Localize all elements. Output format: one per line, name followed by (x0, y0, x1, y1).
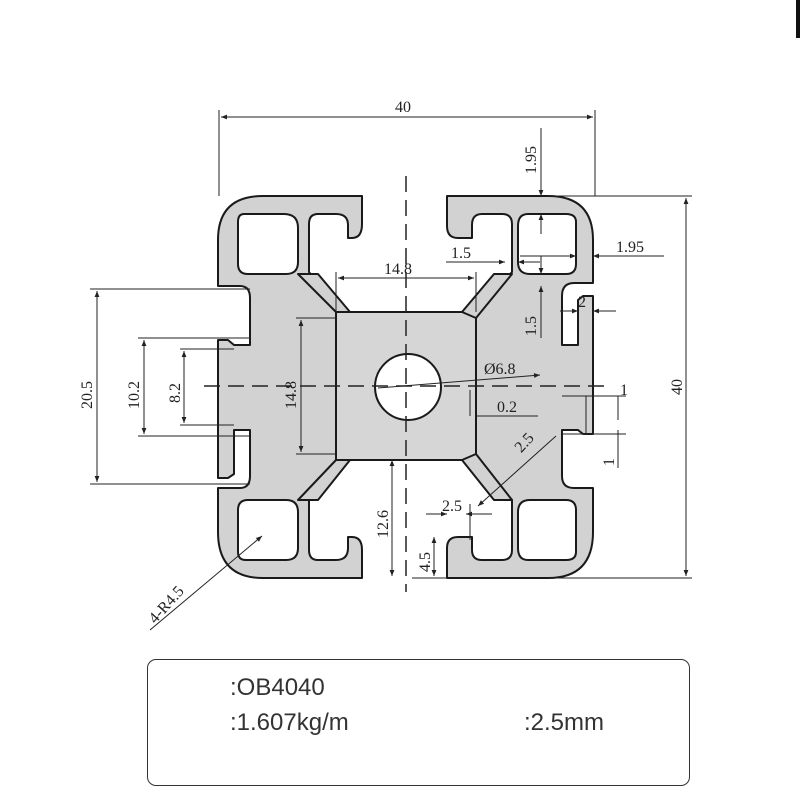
dimension-lines (90, 110, 692, 631)
dim-slot-hook: 2 (578, 294, 586, 311)
dim-right-1a: 1 (620, 382, 628, 399)
dim-slot-lip: 1.5 (451, 245, 471, 262)
dim-slot-lip-vertical: 1.5 (523, 316, 540, 336)
aluminum-profile (217, 195, 594, 579)
spec-info-box: :OB4040 :1.607kg/m :2.5mm (147, 659, 690, 786)
dim-width-top: 40 (395, 99, 411, 116)
dim-tslot-top-depth: 1.95 (523, 146, 540, 174)
dim-corner-radius: 4-R4.5 (146, 583, 188, 627)
dim-slot-mid: 10.2 (126, 381, 143, 409)
dim-wall-horizontal: 2.5 (442, 498, 462, 515)
corner-marker (796, 0, 800, 38)
dim-core-width: 14.8 (384, 261, 412, 278)
dim-bottom-4-5: 4.5 (417, 552, 434, 572)
weight-label: :1.607kg/m (230, 709, 349, 736)
dim-right-02: 0.2 (497, 399, 517, 416)
dim-bottom-12-6: 12.6 (375, 510, 392, 538)
dim-height-right: 40 (669, 379, 686, 395)
model-label: :OB4040 (230, 674, 325, 701)
dim-right-1b: 1 (601, 458, 618, 466)
dim-core-height: 14.8 (283, 381, 300, 409)
dim-tslot-side-depth: 1.95 (616, 239, 644, 256)
wall-thickness-label: :2.5mm (524, 709, 605, 736)
dim-slot-inner: 8.2 (167, 383, 184, 403)
dim-slot-outer: 20.5 (79, 381, 96, 409)
dim-center-bore: Ø6.8 (484, 361, 516, 378)
